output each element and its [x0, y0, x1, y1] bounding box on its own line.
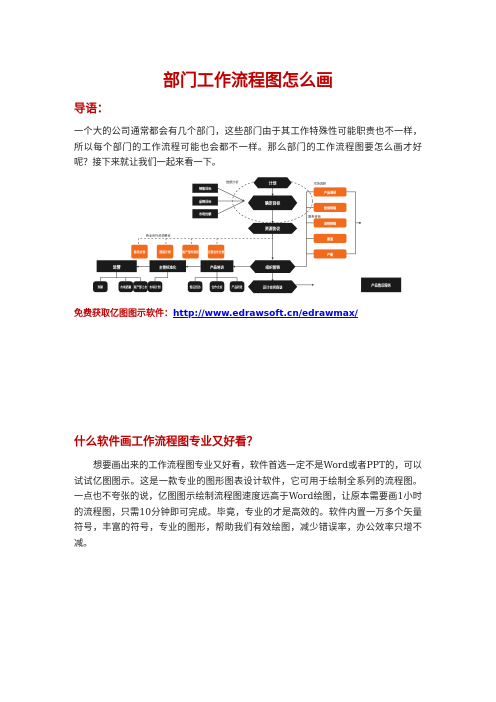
node-product-sales: 产品售后服务 [371, 283, 391, 288]
node-orange-3: 资产部外调控 [182, 250, 199, 254]
node-c7: 产品研发 [232, 285, 243, 289]
node-right-1-shape [313, 187, 347, 197]
node-product-sales-shape [361, 277, 402, 293]
node-right-4: 渠道 [327, 236, 334, 241]
node-operation: 运营 [113, 264, 121, 269]
node-right-1: 产品调研 [324, 189, 337, 194]
node-design: 设计合同商谈 [263, 285, 283, 290]
node-orange-4-shape [207, 244, 225, 259]
section-paragraph: 想要画出来的工作流程图专业又好看，软件首选一定不是Word或者PPT的，可以试试… [74, 460, 422, 549]
node-market-share: 市场份额 [199, 211, 212, 216]
node-c2: 市场质量 [120, 285, 131, 289]
node-orange-2: 营销计划 [159, 249, 171, 254]
node-operation-shape [96, 260, 137, 273]
edge-label-research: 市场调研 [314, 181, 326, 186]
node-craft: 主管标准化 [159, 264, 177, 269]
node-design-shape [248, 280, 298, 294]
node-c6-shape [209, 281, 225, 293]
node-orange-2-shape [156, 244, 174, 259]
node-c1-shape [93, 281, 108, 293]
node-c6: 合作企业 [212, 285, 223, 289]
node-c7-shape [229, 281, 245, 293]
node-orange-1-shape [131, 244, 148, 259]
section-heading: 什么软件画工作流程图专业又好看？ [74, 434, 258, 448]
node-c5-shape [187, 281, 203, 293]
node-product-target: 品牌目标 [199, 198, 212, 203]
node-right-5-shape [313, 249, 347, 259]
intro-paragraph: 一个大的公司通常都会有几个部门，这些部门由于其工作特殊性可能职责也不一样，所以每… [74, 126, 422, 169]
node-training-shape [200, 260, 234, 273]
edge-label-analysis: 数据分析 [226, 179, 238, 184]
node-c3: 资产部上市 [134, 285, 148, 289]
node-right-4-shape [313, 233, 347, 243]
node-product-target-shape [192, 196, 218, 206]
edge-label-integration: 商业合作资源整合 [146, 233, 171, 238]
node-marketing-shape [249, 260, 296, 274]
node-right-5: 产量 [327, 251, 334, 256]
node-orange-1: 现场计划 [134, 249, 146, 254]
node-marketing: 组织营销 [265, 264, 280, 269]
intro-heading: 导语： [74, 101, 109, 115]
node-right-2-shape [313, 202, 347, 212]
node-orange-4: 目营业外计划 [208, 250, 225, 254]
edge-label-consult: 服务咨询 [308, 213, 320, 218]
node-c4: 市场计划 [150, 285, 161, 289]
node-plan-shape [253, 177, 292, 189]
node-right-3-shape [313, 218, 347, 228]
node-plan: 计划 [269, 181, 277, 186]
node-right-3: 流程策略 [324, 220, 337, 225]
node-craft-shape [149, 260, 186, 273]
node-orange-3-shape [182, 244, 199, 259]
download-link-line: 免费获取亿图图示软件：http://www.edrawsoft.cn/edraw… [74, 306, 358, 319]
download-link-label: 免费获取亿图图示软件： [74, 309, 174, 319]
node-right-2: 营销策略 [324, 205, 337, 210]
node-market-share-shape [192, 209, 218, 219]
node-training: 产品培训 [210, 264, 224, 269]
node-strategy-shape [248, 222, 298, 234]
node-sales-target: 销售目标 [199, 186, 212, 191]
node-strategy: 资源协议 [265, 226, 280, 231]
node-c2-shape [118, 281, 134, 293]
node-sales-target-shape [192, 183, 218, 193]
node-goal: 确定目标 [265, 201, 280, 206]
node-c1: 到期 [98, 285, 104, 289]
node-c4-shape [147, 281, 163, 293]
node-c3-shape [133, 281, 148, 293]
node-c5: 售后回访 [189, 285, 201, 289]
download-link[interactable]: http://www.edrawsoft.cn/edrawmax/ [173, 309, 358, 319]
page-title: 部门工作流程图怎么画 [163, 71, 333, 91]
node-goal-shape [248, 195, 298, 211]
flowchart-diagram: 数据分析 市场调研 服务咨询 商业合作资源整合 [93, 177, 402, 294]
